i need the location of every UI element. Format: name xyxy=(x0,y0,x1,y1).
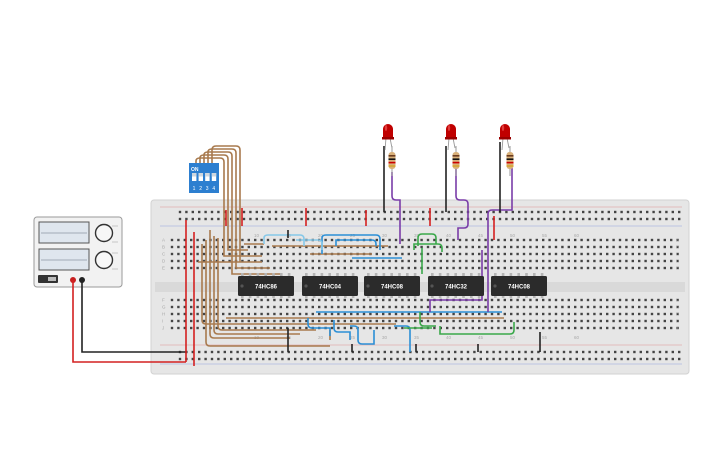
column-number: 45 xyxy=(478,335,484,340)
led-icon[interactable] xyxy=(500,124,510,139)
column-number: 40 xyxy=(446,233,452,238)
power-supply[interactable] xyxy=(33,216,123,288)
column-number: 50 xyxy=(510,335,516,340)
column-number: 25 xyxy=(350,335,356,340)
leds xyxy=(382,124,514,176)
chip-label: 74HC86 xyxy=(255,285,278,291)
dip-toggle[interactable] xyxy=(192,173,197,181)
column-number: 50 xyxy=(510,233,516,238)
green-wires xyxy=(404,233,515,335)
column-number: 40 xyxy=(446,335,452,340)
row-letter: D xyxy=(162,259,166,264)
column-number: 55 xyxy=(542,335,548,340)
chip-label: 74HC08 xyxy=(508,285,531,291)
led-icon[interactable] xyxy=(383,124,393,139)
light-blue-wires xyxy=(263,234,323,250)
dip-number: 3 xyxy=(206,186,209,192)
led-with-resistor[interactable] xyxy=(382,124,396,176)
row-letter: E xyxy=(676,266,679,271)
row-letter: F xyxy=(162,298,165,303)
column-number: 30 xyxy=(382,335,388,340)
current-knob-icon[interactable] xyxy=(94,250,114,270)
dip-number: 4 xyxy=(212,186,215,192)
dip-toggle[interactable] xyxy=(198,173,203,181)
chip-label: 74HC04 xyxy=(319,285,342,291)
row-letter: I xyxy=(676,319,677,324)
led-with-resistor[interactable] xyxy=(445,124,460,176)
column-number: 35 xyxy=(414,335,420,340)
column-number: 30 xyxy=(382,233,388,238)
row-letter: C xyxy=(162,252,166,257)
voltage-knob-icon[interactable] xyxy=(94,223,114,243)
column-number: 10 xyxy=(254,233,260,238)
row-letter: G xyxy=(162,305,166,310)
dip-toggle[interactable] xyxy=(211,173,217,181)
ic-chip[interactable]: 74HC86 xyxy=(238,273,294,298)
row-letter: B xyxy=(676,245,679,250)
red-wires xyxy=(225,208,495,240)
dip-number: 1 xyxy=(193,186,196,192)
ic-chips: 74HC86 74HC04 74HC08 74HC32 74HC08 xyxy=(238,273,547,298)
dip-switch-on-label: ON xyxy=(191,167,199,173)
row-letter: D xyxy=(676,259,680,264)
row-letter: I xyxy=(162,319,163,324)
brown-wires xyxy=(195,145,504,347)
black-wires xyxy=(287,142,541,352)
row-letter: J xyxy=(676,326,678,331)
column-number: 20 xyxy=(318,335,324,340)
ic-chip[interactable]: 74HC08 xyxy=(364,273,420,298)
dip-number: 2 xyxy=(199,186,202,192)
current-display xyxy=(38,248,90,271)
led-with-resistor[interactable] xyxy=(499,124,514,176)
row-letter: G xyxy=(676,305,680,310)
row-letter: E xyxy=(162,266,165,271)
row-letter: A xyxy=(162,238,165,243)
column-number: 60 xyxy=(574,335,580,340)
chip-label: 74HC08 xyxy=(381,285,404,291)
power-wires xyxy=(72,220,195,366)
row-letter: F xyxy=(676,298,679,303)
led-icon[interactable] xyxy=(446,124,456,139)
purple-wires xyxy=(391,168,513,312)
breadboard-holes xyxy=(170,210,681,361)
row-letter: C xyxy=(676,252,680,257)
row-letter: A xyxy=(676,238,679,243)
column-number: 45 xyxy=(478,233,484,238)
ic-chip[interactable]: 74HC08 xyxy=(491,273,547,298)
column-number: 60 xyxy=(574,233,580,238)
blue-wires xyxy=(307,234,502,352)
column-number: 35 xyxy=(414,233,420,238)
ic-chip[interactable]: 74HC04 xyxy=(302,273,358,298)
ic-chip[interactable]: 74HC32 xyxy=(428,273,484,298)
column-number: 55 xyxy=(542,233,548,238)
voltage-display xyxy=(38,221,90,244)
row-letter: J xyxy=(162,326,164,331)
row-letter: H xyxy=(162,312,165,317)
dip-toggle[interactable] xyxy=(205,173,210,181)
row-letter: B xyxy=(162,245,165,250)
column-number: 20 xyxy=(318,233,324,238)
row-letter: H xyxy=(676,312,679,317)
chip-label: 74HC32 xyxy=(445,285,468,291)
